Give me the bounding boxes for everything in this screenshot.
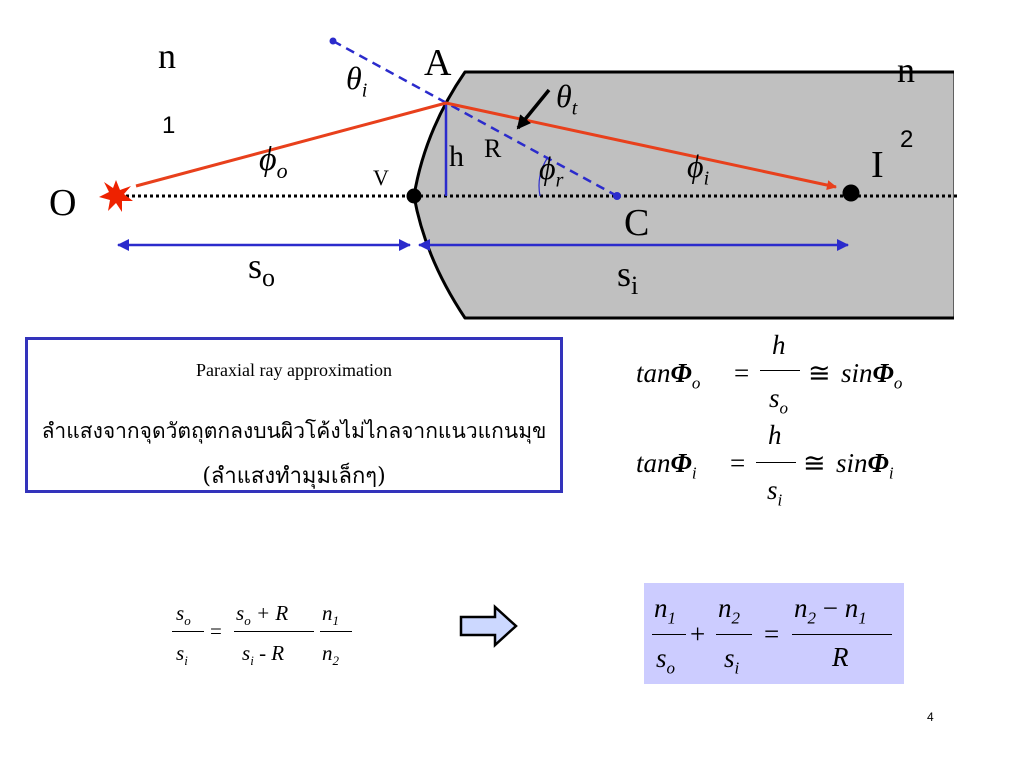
angle-arc-phi-r: [538, 156, 549, 197]
medium-n1-subscript: 1: [162, 112, 176, 139]
label-theta-t: θt: [556, 78, 578, 120]
note-title: Paraxial ray approximation: [196, 360, 392, 380]
label-height-h: h: [449, 140, 464, 173]
star-source-icon: [99, 180, 133, 212]
medium-n2-letter: n: [897, 50, 915, 90]
refraction-diagram: [99, 37, 964, 330]
incident-ray: [135, 101, 447, 188]
center-point-C: [613, 192, 621, 200]
equation-ratio: so si = so + R si - R n1 n2: [172, 600, 362, 680]
refracted-ray: [445, 101, 837, 190]
equation-tan-phi-i: tanΦi = h si ≅ sinΦi: [636, 420, 894, 510]
vertex-point-V: [406, 188, 422, 204]
label-theta-i: θi: [346, 60, 368, 102]
label-point-V: V: [373, 165, 389, 190]
label-point-A: A: [424, 42, 452, 84]
medium-n1-letter: n: [158, 36, 176, 76]
page-number: 4: [927, 710, 934, 724]
theta-t-pointer-arrow: [516, 88, 551, 130]
paraxial-note-box: Paraxial ray approximation ลำแสงจากจุดวั…: [25, 337, 563, 493]
label-point-O: O: [49, 182, 77, 224]
equation-result: n1 so + n2 si = n2 − n1 R: [652, 589, 902, 679]
label-point-C: C: [624, 202, 650, 244]
label-phi-r: ϕr: [539, 150, 564, 192]
label-point-I: I: [871, 144, 884, 186]
note-thai-line-2: (ลำแสงทำมุมเล็กๆ): [202, 464, 386, 489]
label-si: si: [617, 254, 639, 301]
normal-endpoint: [329, 37, 337, 45]
label-phi-i: ϕi: [687, 148, 710, 190]
note-thai-line-1: ลำแสงจากจุดวัตถุตกลงบนผิวโค้งไม่ไกลจากแน…: [41, 419, 547, 443]
equation-tan-phi-o: tanΦo = h so ≅ sinΦo: [636, 330, 903, 418]
label-phi-o: ϕo: [259, 141, 288, 183]
normal-line: [332, 39, 618, 198]
implies-arrow-icon: [459, 604, 518, 648]
result-equation-box: n1 so + n2 si = n2 − n1 R: [644, 583, 904, 684]
label-radius-R: R: [484, 134, 502, 163]
medium-n2-subscript: 2: [900, 126, 914, 153]
image-point-I: [842, 184, 860, 202]
label-so: so: [248, 246, 276, 293]
